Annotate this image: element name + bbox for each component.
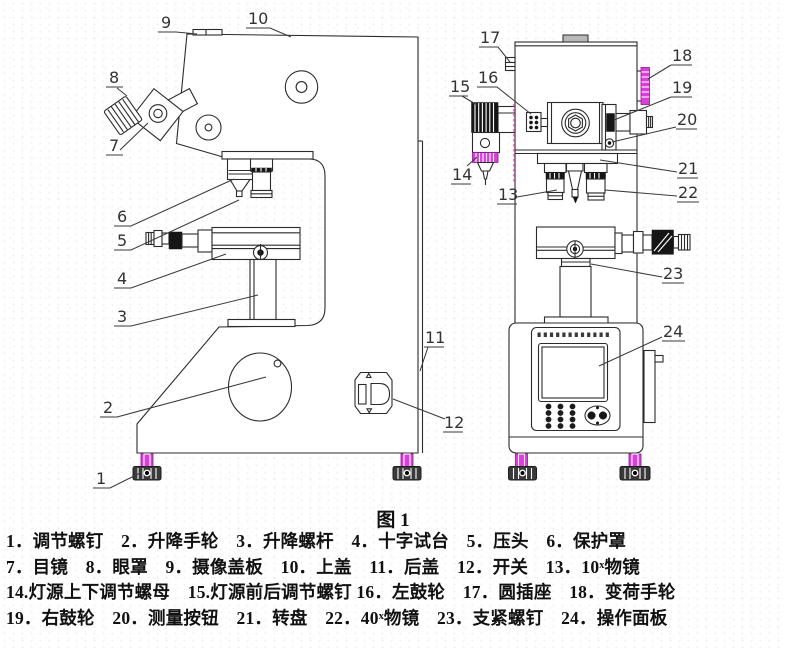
callout-20: 20 <box>677 110 697 129</box>
callout-19: 19 <box>672 78 692 97</box>
indenter-tip <box>235 190 243 198</box>
left-drum-wheel <box>525 111 549 133</box>
xy-stage <box>535 226 616 260</box>
eye-cup <box>103 96 143 135</box>
legend-line-3: 14.灯源上下调节螺母 15.灯源前后调节螺钉 16．左鼓轮 17．圆插座 18… <box>6 582 676 603</box>
measuring-head-block <box>546 101 604 145</box>
control-panel <box>530 326 621 432</box>
callout-9: 9 <box>161 13 171 32</box>
callout-23: 23 <box>663 264 683 283</box>
callout-8: 8 <box>109 68 119 87</box>
head-washer-small-hole <box>204 123 213 132</box>
stage-micrometer <box>614 229 691 255</box>
adjust-foot-front-right <box>619 453 651 481</box>
callout-14: 14 <box>452 165 472 184</box>
panel-title-marks <box>537 332 609 337</box>
head-washer-large-hole <box>295 81 308 93</box>
base-side-plate <box>643 349 664 424</box>
adjust-foot-left <box>132 453 162 481</box>
protective-cover <box>226 158 254 198</box>
callout-15: 15 <box>450 77 470 96</box>
adjust-foot-right <box>392 453 422 481</box>
right-drum-wheel <box>601 103 654 151</box>
callout-12: 12 <box>444 413 464 432</box>
front-view-drawing <box>471 34 691 481</box>
lcd-screen-inner <box>541 346 605 399</box>
parts-legend: 1．调节螺钉 2．升降手轮 3．升降螺杆 4．十字试台 5．压头 6．保护罩 7… <box>6 529 784 631</box>
stage-spindle <box>145 229 213 253</box>
side-view-drawing <box>103 28 424 481</box>
callout-labels: 1 2 3 4 5 6 7 8 9 10 11 12 13 14 15 16 1… <box>96 9 698 488</box>
legend-line-4: 19．右鼓轮 20．测量按钮 21．转盘 22．40ˣ物镜 23．支紧螺钉 24… <box>6 607 668 628</box>
callout-24: 24 <box>663 322 683 341</box>
back-cover <box>418 140 424 453</box>
figure-drawing: 1 2 3 4 5 6 7 8 9 10 11 12 13 14 15 16 1… <box>93 9 699 489</box>
top-cover <box>562 34 589 43</box>
clamp-collar <box>560 257 591 268</box>
power-socket <box>354 371 393 415</box>
lift-column-front <box>559 265 592 318</box>
callout-7: 7 <box>109 136 119 155</box>
callout-11: 11 <box>425 328 445 347</box>
legend-line-1: 1．调节螺钉 2．升降手轮 3．升降螺杆 4．十字试台 5．压头 6．保护罩 <box>6 531 627 551</box>
callout-6: 6 <box>117 207 127 226</box>
callout-17: 17 <box>480 28 500 47</box>
callout-16: 16 <box>478 68 498 87</box>
objective-10x <box>543 162 567 201</box>
callout-22: 22 <box>678 183 698 202</box>
cross-stage-side <box>211 226 301 261</box>
callout-2: 2 <box>103 398 113 417</box>
turret <box>536 152 619 165</box>
callout-3: 3 <box>117 307 127 326</box>
callout-21: 21 <box>678 159 698 178</box>
legend-line-2: 7．目镜 8．眼罩 9．摄像盖板 10．上盖 11．后盖 12．开关 13．10… <box>6 556 640 577</box>
load-handwheel <box>637 67 650 105</box>
indenter-front <box>565 162 584 204</box>
panel-buttons <box>545 403 576 429</box>
camera-cover-plate <box>192 28 223 36</box>
column-flange <box>543 316 609 324</box>
callout-10: 10 <box>248 9 268 28</box>
lamp-assembly <box>471 102 516 185</box>
figure-caption: 图 1 <box>376 510 410 531</box>
turret-shelf-side <box>221 150 314 160</box>
adjust-foot-front-left <box>508 453 537 481</box>
eyepiece-assembly <box>103 87 199 142</box>
callout-1: 1 <box>96 469 106 488</box>
lift-handwheel <box>227 352 293 422</box>
nav-cluster <box>584 405 611 426</box>
callout-18: 18 <box>672 46 692 65</box>
measure-button <box>604 138 615 148</box>
callout-5: 5 <box>117 231 127 250</box>
eyepiece-lens <box>153 108 163 119</box>
callout-leaders <box>93 27 699 489</box>
lift-column-side <box>227 258 296 328</box>
objective-40x <box>583 162 608 201</box>
objective-barrel-side <box>249 158 274 199</box>
round-socket <box>504 56 516 72</box>
callout-13: 13 <box>498 185 518 204</box>
callout-4: 4 <box>117 269 127 288</box>
